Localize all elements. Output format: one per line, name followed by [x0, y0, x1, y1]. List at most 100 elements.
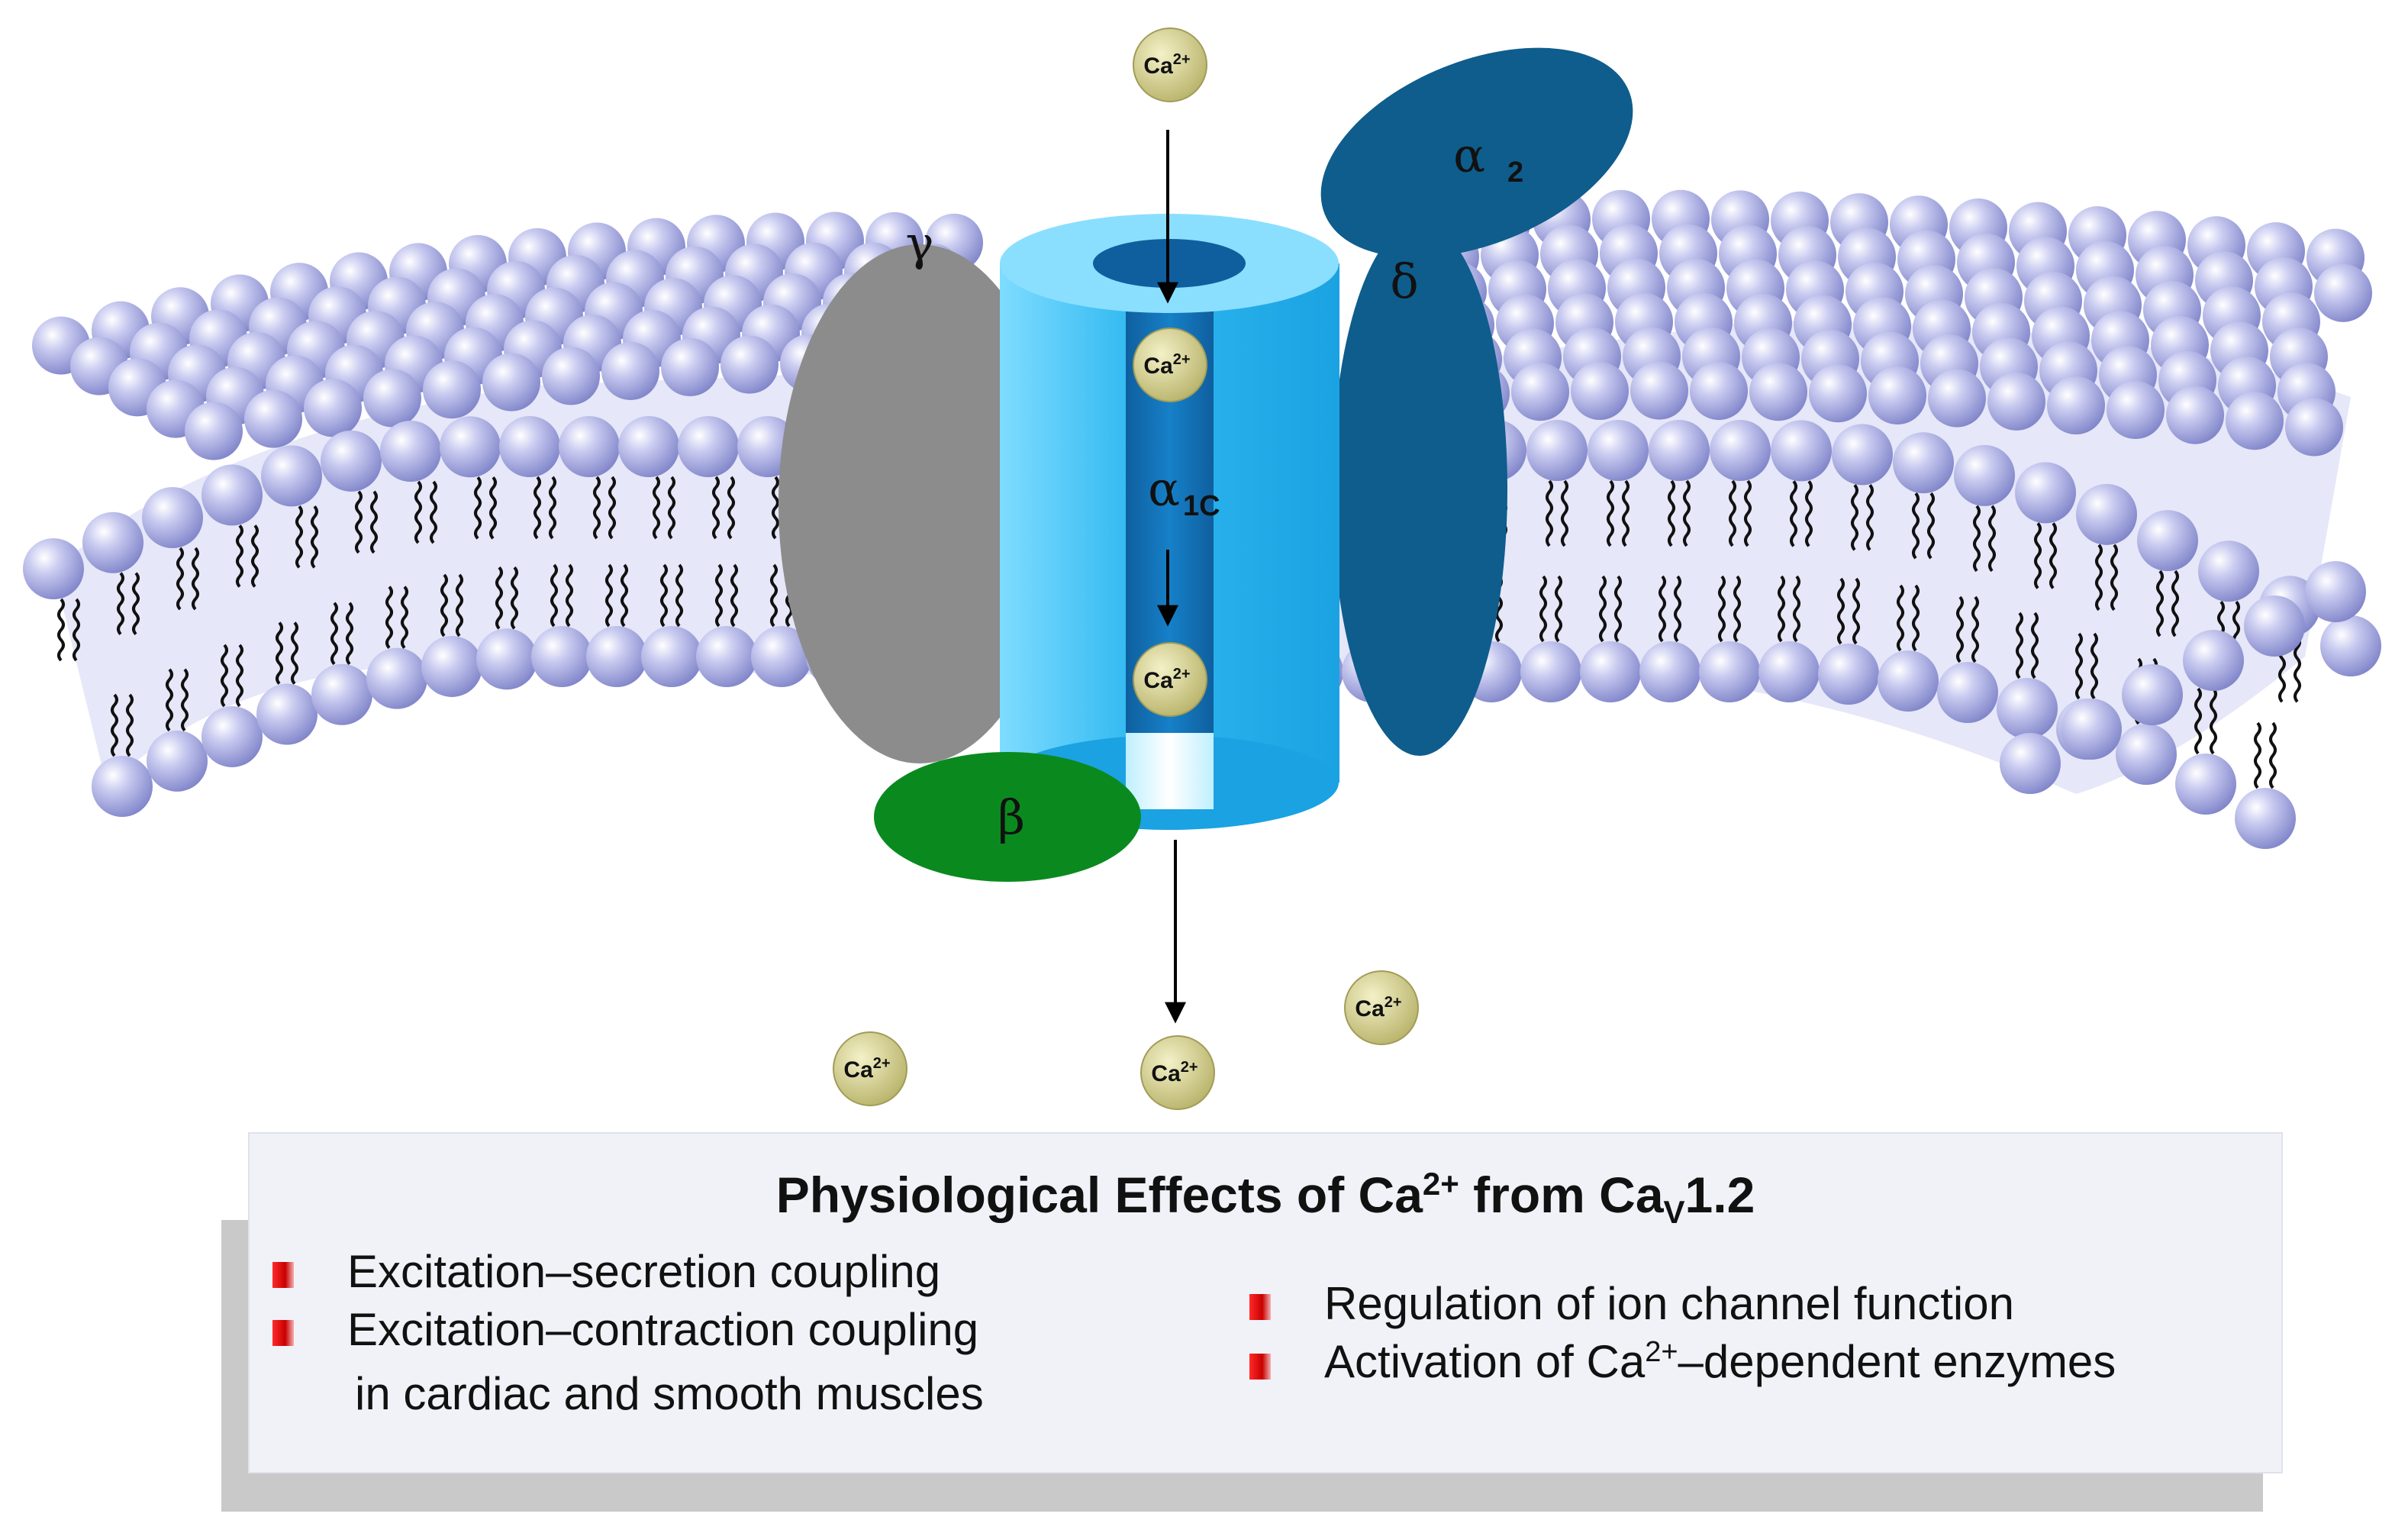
lipid-tail [117, 572, 124, 636]
lipid-tail [2034, 522, 2042, 589]
lipid-tail [2171, 570, 2179, 637]
lipid-tail [1659, 575, 1666, 643]
lipid-tail [1614, 575, 1622, 643]
lipid-head [2061, 699, 2122, 760]
ion-label: Ca2+ [1355, 994, 1401, 1021]
lipid-head [421, 635, 482, 697]
beta-label: β [998, 789, 1025, 845]
lipid-tail [495, 566, 503, 630]
lipid-tail [73, 598, 80, 662]
svg-text:1C: 1C [1183, 490, 1220, 522]
delta-subunit [1332, 221, 1507, 756]
lipid-tail [1912, 492, 1920, 560]
lipid-tail [1622, 479, 1630, 547]
lipid-head [256, 683, 318, 745]
lipid-tail [291, 621, 298, 685]
lipid-tail [1555, 575, 1562, 643]
lipid-head [2175, 754, 2236, 815]
lipid-tail [770, 563, 778, 628]
lipid-tail [621, 563, 628, 628]
lipid-tail [1973, 505, 1981, 573]
lipid-head [1997, 678, 2058, 739]
lipid-head [380, 421, 441, 482]
lipid-head [1588, 420, 1649, 481]
lipid-head [1690, 362, 1748, 421]
lipid-head [1818, 644, 1879, 705]
lipid-tail [489, 476, 497, 540]
lipid-tail [430, 480, 437, 544]
lipid-head [2285, 398, 2343, 457]
alpha2-subunit [1320, 47, 1633, 258]
lipid-head [311, 663, 372, 725]
lipid-tail [192, 547, 199, 611]
alpha2-label: α 2 [1453, 127, 1523, 189]
lipid-tail [111, 693, 118, 757]
lipid-head [201, 464, 263, 526]
lipid-tail [1561, 479, 1568, 547]
lipid-tail [370, 490, 378, 554]
lipid-head [1937, 662, 1998, 723]
lipid-head [1580, 641, 1641, 702]
lipid-head [751, 626, 812, 687]
lipid-tail [566, 563, 573, 628]
lipid-tail [474, 476, 482, 540]
effect-enzyme-activation: Activation of Ca2+–dependent enzymes [1324, 1336, 2116, 1387]
lipid-head [720, 335, 778, 394]
lipid-head [304, 379, 362, 437]
lipid-tail [1607, 479, 1614, 547]
lipid-head [1758, 641, 1820, 702]
lipid-head [559, 416, 620, 477]
lipid-tail [330, 602, 338, 666]
lipid-tail [236, 524, 243, 588]
lipid-tail [1851, 484, 1858, 551]
lipid-head [1954, 444, 2015, 506]
lipid-head [641, 626, 702, 687]
lipid-tail [176, 547, 184, 611]
bullet-icon [1249, 1294, 1271, 1320]
lipid-tail [126, 693, 134, 757]
lipid-tail [2110, 544, 2118, 612]
lipid-tail [511, 566, 518, 630]
lipid-tail [1778, 575, 1785, 643]
lipid-tail [251, 524, 259, 588]
lipid-tail [311, 505, 318, 569]
lipid-tail [1927, 492, 1935, 560]
calcium-ions: Ca2+Ca2+Ca2+Ca2+Ca2+Ca2+ [833, 27, 1419, 1110]
lipid-head [661, 338, 719, 397]
lipid-tail [1744, 479, 1752, 547]
lipid-tail [295, 505, 303, 569]
lipid-head [147, 730, 208, 792]
lipid-tail [1971, 595, 1979, 663]
effect-excitation-contraction-continued: in cardiac and smooth muscles [355, 1368, 984, 1419]
lipid-tail [2254, 721, 2261, 789]
lipid-head [261, 445, 322, 507]
lipid-tail [1988, 505, 1996, 573]
lipid-head [2226, 392, 2284, 450]
lipid-tail [1718, 575, 1726, 643]
lipid-tail [1852, 577, 1860, 645]
lipid-head [1520, 641, 1581, 702]
lipid-head [321, 430, 382, 492]
lipid-tail [653, 476, 660, 540]
lipid-head [1868, 366, 1926, 425]
lipid-tail [2095, 544, 2103, 612]
lipid-head [82, 512, 143, 573]
svg-text:α: α [1148, 461, 1180, 517]
lipid-head [1749, 363, 1807, 421]
lipid-tail [2031, 612, 2039, 679]
effects-panel: Physiological Effects of Ca2+ from CaV1.… [248, 1132, 2283, 1473]
lipid-tail [355, 490, 363, 554]
lipid-tail [2269, 721, 2277, 789]
lipid-tail [346, 602, 353, 666]
lipid-head [499, 416, 560, 477]
lipid-head [1526, 420, 1588, 481]
lipid-tail [1674, 575, 1681, 643]
lipid-head [678, 416, 739, 477]
bullet-icon [272, 1320, 294, 1346]
lipid-tail [668, 476, 675, 540]
lipid-head [586, 626, 647, 687]
lipid-head [142, 487, 203, 549]
lipid-head [423, 360, 481, 419]
lipid-tail [1790, 480, 1797, 547]
lipid-head [2305, 561, 2366, 622]
